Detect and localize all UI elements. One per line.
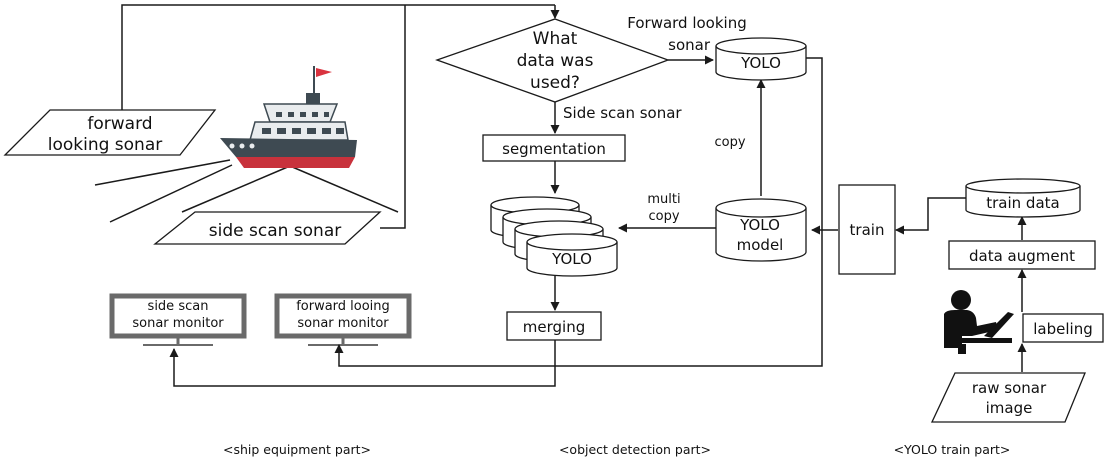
forward-branch-label-2: sonar [668, 36, 711, 54]
side-output-line [173, 340, 556, 387]
segmentation-box [482, 134, 626, 162]
yolo-forward-label: YOLO [740, 54, 781, 72]
data-augment-box [948, 240, 1096, 270]
copy-label: copy [714, 135, 745, 150]
object-detection-caption: <object detection part> [559, 442, 711, 457]
decision-label-1: What [533, 29, 578, 49]
yolo-model-cylinder: YOLO model [715, 198, 807, 262]
side-branch-label: Side scan sonar [563, 104, 682, 122]
train-data-cylinder: train data [965, 178, 1081, 218]
merging-label: merging [523, 318, 585, 336]
multi-copy-label-1: multi [647, 192, 680, 207]
side-monitor-label-1: side scan [148, 299, 209, 314]
train-data-label: train data [986, 194, 1059, 212]
yolo-stack: YOLO [490, 196, 618, 277]
forward-beam-line-1 [94, 159, 231, 186]
object-detection-section: What data was used? Forward looking sona… [435, 14, 807, 457]
data-to-train-line [897, 197, 966, 231]
ship-equipment-caption: <ship equipment part> [223, 442, 371, 457]
forward-sonar-feed-line [121, 4, 555, 110]
forward-branch-label-1: Forward looking [627, 14, 747, 32]
labeling-box [1022, 313, 1104, 343]
train-box [838, 184, 896, 275]
yolo-model-label-1: YOLO [739, 216, 780, 234]
decision-label-2: data was [517, 51, 594, 71]
decision-label-3: used? [530, 73, 580, 93]
forward-looking-monitor: forward looing sonar monitor [274, 293, 412, 346]
side-scan-monitor: side scan sonar monitor [109, 293, 247, 346]
data-augment-label: data augment [969, 247, 1075, 265]
decision-diamond [435, 18, 670, 103]
forward-beam-line-2 [109, 164, 233, 223]
train-label: train [850, 221, 885, 239]
ship-icon [220, 66, 357, 168]
forward-output-line [338, 57, 823, 367]
merging-box [506, 311, 602, 341]
multi-copy-label-2: copy [648, 209, 679, 224]
flag-icon [316, 68, 332, 77]
connectors [121, 4, 1027, 387]
side-monitor-label-2: sonar monitor [132, 316, 224, 331]
yolo-train-section: train train data data augment labeling r… [838, 178, 1104, 457]
segmentation-label: segmentation [502, 140, 606, 158]
person-at-laptop-icon [944, 290, 1014, 354]
yolo-forward-cylinder: YOLO [715, 37, 807, 81]
forward-monitor-label-1: forward looing [296, 299, 390, 314]
side-sonar-feed-line [380, 5, 406, 229]
ship-equipment-section: forward looking sonar side scan sonar [3, 66, 412, 457]
labeling-label: labeling [1033, 320, 1092, 338]
yolo-stack-label: YOLO [551, 250, 592, 268]
raw-sonar-label-2: image [986, 399, 1033, 417]
forward-sonar-label-2: looking sonar [48, 135, 163, 155]
side-beam-line-2 [289, 165, 399, 213]
side-scan-sonar-shape [153, 211, 382, 245]
forward-monitor-label-2: sonar monitor [297, 316, 389, 331]
raw-sonar-label-1: raw sonar [972, 379, 1047, 397]
raw-sonar-image-shape [930, 372, 1086, 423]
forward-looking-sonar-shape [3, 109, 217, 156]
side-beam-line-1 [181, 165, 291, 213]
yolo-model-label-2: model [737, 236, 784, 254]
yolo-train-caption: <YOLO train part> [894, 442, 1011, 457]
forward-sonar-label-1: forward [87, 114, 152, 134]
side-scan-sonar-label: side scan sonar [209, 221, 341, 241]
